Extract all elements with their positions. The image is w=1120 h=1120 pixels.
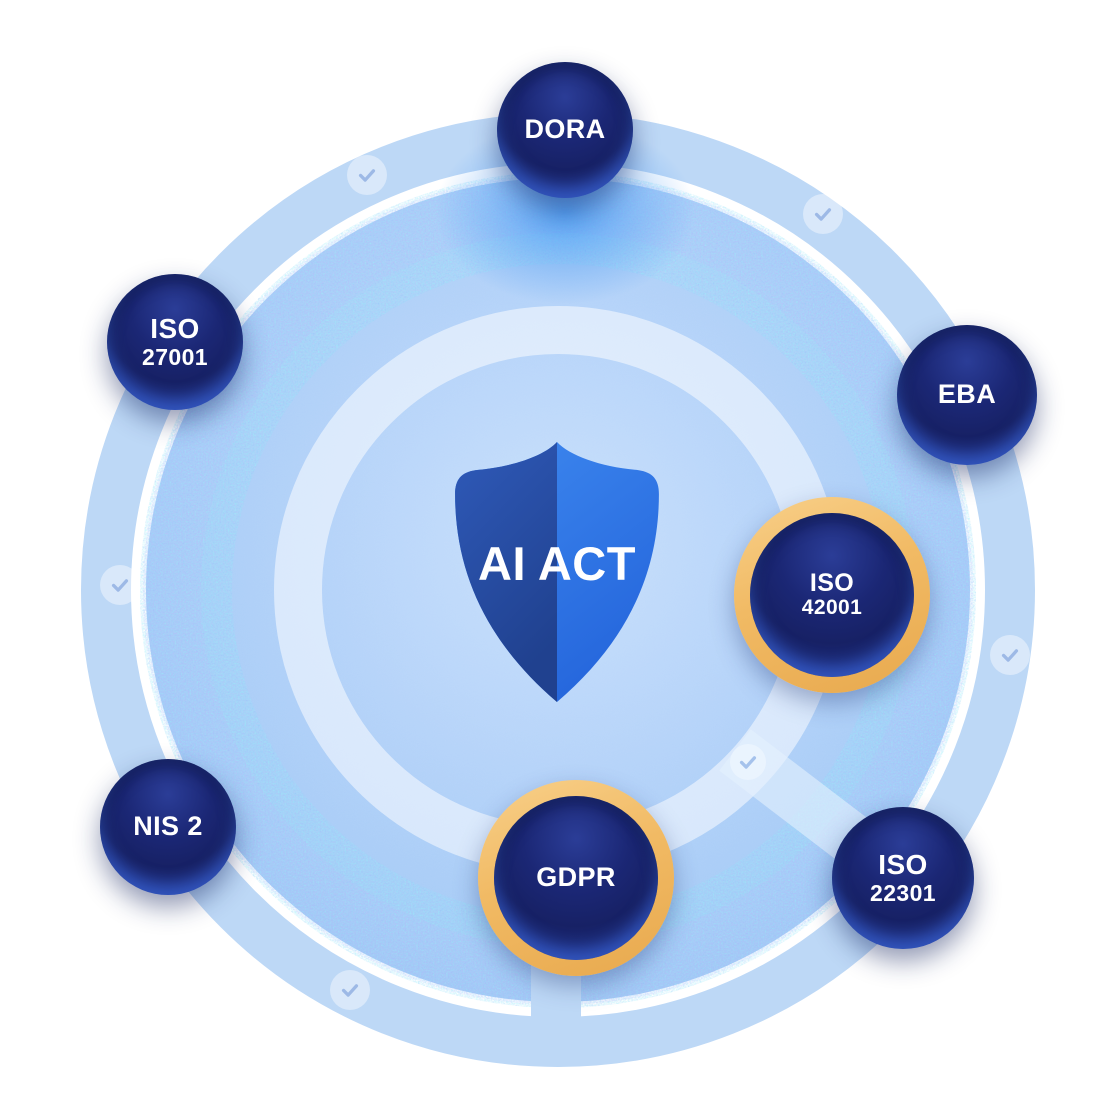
badge-gdpr: GDPR (478, 780, 674, 976)
badge-nis-2: NIS 2 (100, 759, 236, 895)
badge-eba-face: EBA (897, 325, 1037, 465)
badge-nis-2-face: NIS 2 (100, 759, 236, 895)
badge-label: DORA (524, 114, 606, 145)
check-icon (730, 744, 766, 780)
check-icon (347, 155, 387, 195)
dora-glow (435, 120, 695, 304)
badge-iso-27001: ISO 27001 (107, 274, 243, 410)
badge-label: ISO (809, 569, 855, 598)
badge-label: 42001 (801, 596, 863, 620)
badge-iso-22301: ISO 22301 (832, 807, 974, 949)
check-icon (990, 635, 1030, 675)
check-icon (330, 970, 370, 1010)
badge-iso-42001-face: ISO 42001 (750, 513, 914, 677)
badge-gdpr-face: GDPR (494, 796, 658, 960)
badge-iso-22301-face: ISO 22301 (832, 807, 974, 949)
ai-act-shield: AI ACT (453, 442, 661, 702)
badge-iso-27001-face: ISO 27001 (107, 274, 243, 410)
badge-label: EBA (937, 379, 997, 410)
badge-dora-face: DORA (497, 62, 633, 198)
shield-label: AI ACT (478, 537, 636, 590)
badge-label: NIS 2 (133, 811, 203, 842)
badge-label: ISO (878, 849, 928, 881)
shield-icon (455, 442, 659, 702)
badge-label: ISO (150, 313, 200, 345)
badge-label: 22301 (870, 879, 936, 906)
badge-iso-42001: ISO 42001 (734, 497, 930, 693)
check-icon (803, 194, 843, 234)
check-icon (100, 565, 140, 605)
badge-label: GDPR (536, 862, 616, 893)
badge-eba: EBA (897, 325, 1037, 465)
badge-label: 27001 (142, 343, 208, 370)
badge-dora: DORA (497, 62, 633, 198)
